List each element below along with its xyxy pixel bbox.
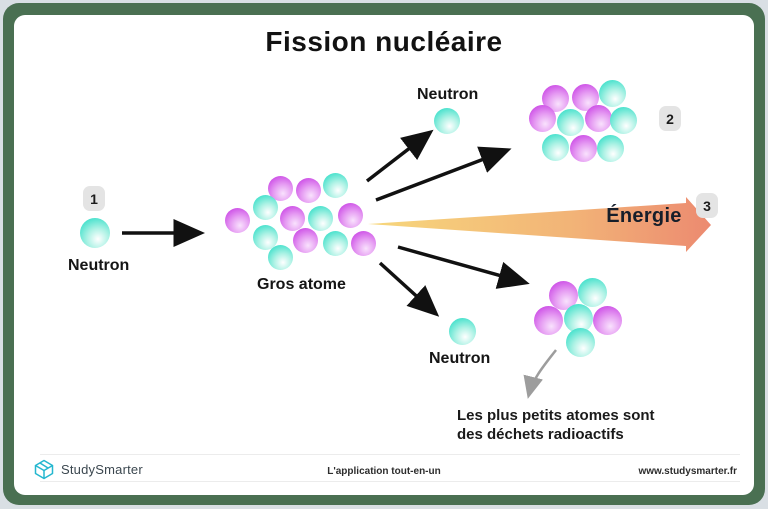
daughter-atom-top-nucleon [569, 134, 597, 162]
daughter-atom-top-nucleon [584, 104, 612, 132]
label-neutron-bottom: Neutron [429, 350, 491, 367]
waste-note-line2: des déchets radioactifs [457, 426, 624, 443]
step-badge-1: 1 [83, 186, 105, 211]
daughter-atom-top-nucleon [528, 104, 556, 132]
daughter-atom-top-nucleon [541, 133, 569, 161]
big-atom-nucleon [279, 205, 305, 231]
daughter-atom-bottom-nucleon [592, 305, 622, 335]
neutron-ball-top [434, 108, 460, 134]
footer-url[interactable]: www.studysmarter.fr [638, 466, 737, 477]
label-big-atom: Gros atome [257, 276, 346, 293]
daughter-atom-top-nucleon [609, 106, 637, 134]
step-badge-2: 2 [659, 106, 681, 131]
big-atom-nucleon [252, 224, 278, 250]
big-atom-nucleon [292, 227, 318, 253]
big-atom-nucleon [224, 207, 250, 233]
footer-divider-bottom [40, 481, 740, 482]
daughter-atom-top-nucleon [556, 108, 584, 136]
studysmarter-logo-icon [34, 459, 54, 480]
big-atom-nucleon [295, 177, 321, 203]
neutron-ball-bottom [448, 317, 476, 345]
daughter-atom-bottom-nucleon [577, 277, 607, 307]
studysmarter-brand-text: StudySmarter [61, 462, 143, 477]
step-badge-3: 3 [696, 193, 718, 218]
big-atom-nucleon [337, 202, 363, 228]
label-energy: Énergie [606, 205, 682, 227]
label-neutron-top: Neutron [417, 86, 479, 103]
neutron-ball-left [80, 218, 110, 248]
big-atom-nucleon [307, 205, 333, 231]
big-atom-nucleon [267, 244, 293, 270]
big-atom-nucleon [252, 194, 278, 220]
daughter-atom-top-nucleon [596, 134, 624, 162]
page-title: Fission nucléaire [265, 26, 503, 57]
big-atom-nucleon [322, 230, 348, 256]
label-neutron-left: Neutron [68, 257, 130, 274]
waste-note-line1: Les plus petits atomes sont [457, 407, 655, 424]
studysmarter-brand: StudySmarter [33, 458, 143, 481]
footer-tagline: L'application tout-en-un [327, 466, 441, 477]
slide-card [14, 15, 754, 495]
daughter-atom-bottom-nucleon [533, 305, 563, 335]
daughter-atom-top-nucleon [598, 79, 626, 107]
big-atom-nucleon [350, 230, 376, 256]
daughter-atom-bottom-nucleon [565, 327, 595, 357]
footer-divider-top [40, 454, 740, 455]
waste-note: Les plus petits atomes sont des déchets … [457, 406, 655, 444]
big-atom-nucleon [322, 172, 348, 198]
